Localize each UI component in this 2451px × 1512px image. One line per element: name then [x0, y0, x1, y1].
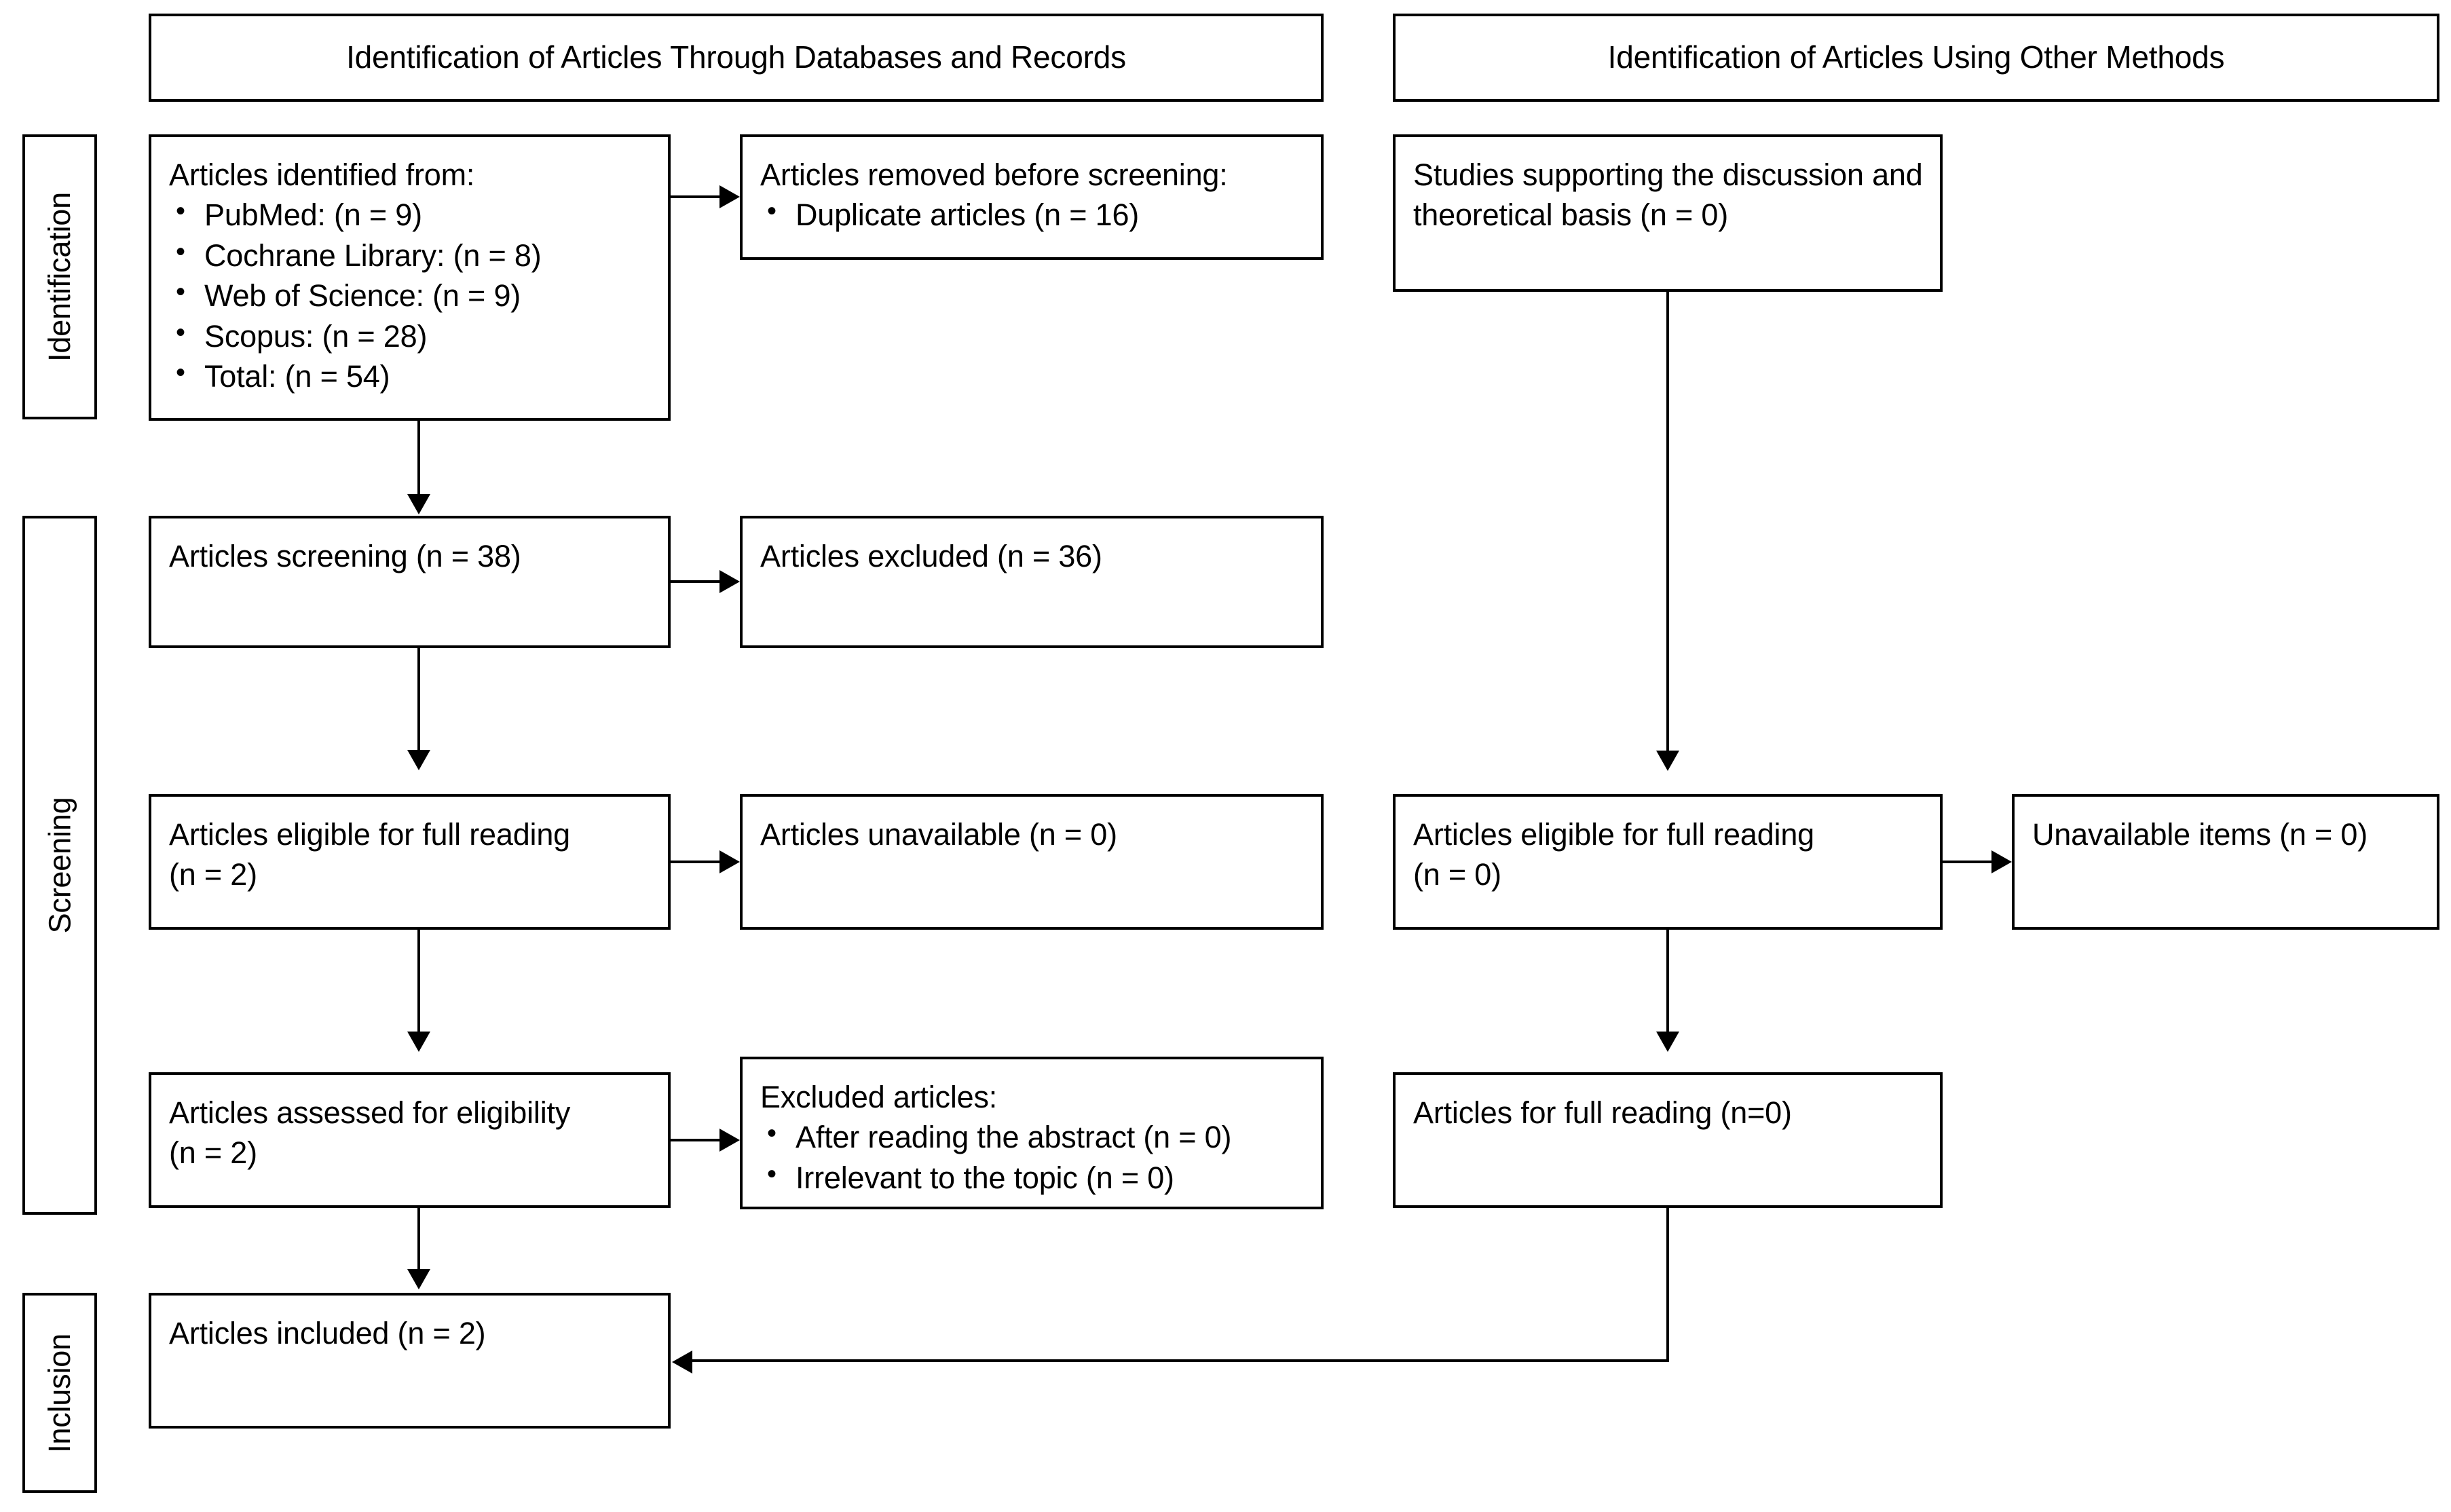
stage-label-screening: Screening [22, 516, 97, 1215]
connector-screening-to-eligible [417, 648, 420, 751]
connector-eligible-to-unavailable-right [1943, 861, 1991, 863]
box-articles-removed-content: Articles removed before screening: Dupli… [760, 155, 1309, 235]
list-item: Duplicate articles (n = 16) [760, 193, 1309, 235]
box-articles-assessed-content: Articles assessed for eligibility (n = 2… [169, 1093, 656, 1173]
eligible-right-line1: Articles eligible for full reading [1413, 817, 1814, 852]
articles-unavailable-left-text: Articles unavailable (n = 0) [760, 817, 1117, 852]
articles-assessed-line2: (n = 2) [169, 1135, 257, 1171]
stage-label-screening-text: Screening [42, 797, 77, 934]
articles-included-text: Articles included (n = 2) [169, 1316, 486, 1350]
column-header-databases: Identification of Articles Through Datab… [149, 14, 1324, 102]
box-studies-supporting: Studies supporting the discussion and th… [1393, 134, 1943, 292]
box-eligible-full-reading-right: Articles eligible for full reading (n = … [1393, 794, 1943, 930]
arrowhead-identified-to-removed [719, 185, 740, 208]
box-excluded-articles-content: Excluded articles: After reading the abs… [760, 1077, 1309, 1198]
connector-eligible-to-assessed [417, 930, 420, 1033]
connector-identified-to-removed [671, 195, 719, 198]
connector-eligible-right-to-full-reading [1666, 930, 1669, 1033]
arrowhead-eligible-right-to-full-reading [1656, 1032, 1679, 1052]
box-articles-excluded: Articles excluded (n = 36) [740, 516, 1324, 648]
box-studies-supporting-content: Studies supporting the discussion and th… [1413, 155, 1928, 235]
box-articles-unavailable-left-content: Articles unavailable (n = 0) [760, 814, 1309, 854]
eligible-right-line2: (n = 0) [1413, 857, 1501, 892]
arrowhead-assessed-to-included [407, 1269, 430, 1289]
arrowhead-screening-to-excluded [719, 570, 740, 593]
excluded-articles-lead: Excluded articles: [760, 1080, 998, 1114]
column-header-other-methods: Identification of Articles Using Other M… [1393, 14, 2439, 102]
box-unavailable-items-right: Unavailable items (n = 0) [2012, 794, 2439, 930]
box-unavailable-items-right-content: Unavailable items (n = 0) [2032, 814, 2425, 854]
articles-removed-list: Duplicate articles (n = 16) [760, 193, 1309, 235]
connector-assessed-to-excluded [671, 1139, 719, 1141]
list-item: Cochrane Library: (n = 8) [169, 234, 656, 276]
excluded-articles-list: After reading the abstract (n = 0) Irrel… [760, 1116, 1309, 1198]
box-articles-removed: Articles removed before screening: Dupli… [740, 134, 1324, 260]
box-eligible-full-reading-left-content: Articles eligible for full reading (n = … [169, 814, 656, 895]
connector-identified-to-screening [417, 421, 420, 495]
stage-label-inclusion-text: Inclusion [42, 1333, 77, 1453]
connector-full-reading-right-down [1666, 1208, 1669, 1362]
articles-identified-list: PubMed: (n = 9) Cochrane Library: (n = 8… [169, 193, 656, 396]
articles-screening-text: Articles screening (n = 38) [169, 539, 521, 573]
articles-full-reading-right-text: Articles for full reading (n=0) [1413, 1095, 1792, 1130]
arrowhead-assessed-to-excluded [719, 1129, 740, 1152]
articles-assessed-line1: Articles assessed for eligibility [169, 1095, 571, 1130]
arrowhead-full-reading-right-to-included [672, 1350, 692, 1374]
box-articles-included: Articles included (n = 2) [149, 1293, 671, 1429]
box-articles-assessed: Articles assessed for eligibility (n = 2… [149, 1072, 671, 1208]
list-item: Total: (n = 54) [169, 355, 656, 396]
stage-label-identification-text: Identification [42, 192, 77, 362]
arrowhead-screening-to-eligible [407, 750, 430, 770]
box-articles-identified: Articles identified from: PubMed: (n = 9… [149, 134, 671, 421]
connector-full-reading-right-to-included [692, 1359, 1669, 1362]
box-articles-full-reading-right-content: Articles for full reading (n=0) [1413, 1093, 1928, 1133]
list-item: PubMed: (n = 9) [169, 193, 656, 235]
stage-label-identification: Identification [22, 134, 97, 419]
arrowhead-studies-to-eligible-right [1656, 751, 1679, 771]
stage-label-inclusion: Inclusion [22, 1293, 97, 1493]
column-header-databases-label: Identification of Articles Through Datab… [346, 39, 1126, 75]
unavailable-items-right-text: Unavailable items (n = 0) [2032, 817, 2368, 852]
articles-removed-lead: Articles removed before screening: [760, 157, 1228, 192]
studies-supporting-text: Studies supporting the discussion and th… [1413, 157, 1923, 233]
connector-screening-to-excluded [671, 580, 719, 583]
connector-assessed-to-included [417, 1208, 420, 1270]
connector-eligible-to-unavailable-left [671, 861, 719, 863]
arrowhead-eligible-to-unavailable-right [1991, 850, 2012, 873]
column-header-other-methods-label: Identification of Articles Using Other M… [1607, 39, 2225, 75]
arrowhead-eligible-to-assessed [407, 1032, 430, 1052]
list-item: Scopus: (n = 28) [169, 315, 656, 356]
arrowhead-eligible-to-unavailable-left [719, 850, 740, 873]
eligible-left-line2: (n = 2) [169, 857, 257, 892]
box-eligible-full-reading-left: Articles eligible for full reading (n = … [149, 794, 671, 930]
box-eligible-full-reading-right-content: Articles eligible for full reading (n = … [1413, 814, 1928, 895]
box-articles-screening-content: Articles screening (n = 38) [169, 536, 656, 576]
articles-excluded-text: Articles excluded (n = 36) [760, 539, 1102, 573]
connector-studies-to-eligible-right [1666, 292, 1669, 752]
articles-identified-lead: Articles identified from: [169, 157, 475, 192]
box-articles-screening: Articles screening (n = 38) [149, 516, 671, 648]
list-item: Irrelevant to the topic (n = 0) [760, 1156, 1309, 1198]
list-item: After reading the abstract (n = 0) [760, 1116, 1309, 1157]
box-articles-full-reading-right: Articles for full reading (n=0) [1393, 1072, 1943, 1208]
list-item: Web of Science: (n = 9) [169, 274, 656, 316]
box-articles-included-content: Articles included (n = 2) [169, 1313, 656, 1353]
box-articles-identified-content: Articles identified from: PubMed: (n = 9… [169, 155, 656, 396]
box-articles-excluded-content: Articles excluded (n = 36) [760, 536, 1309, 576]
eligible-left-line1: Articles eligible for full reading [169, 817, 570, 852]
box-articles-unavailable-left: Articles unavailable (n = 0) [740, 794, 1324, 930]
box-excluded-articles: Excluded articles: After reading the abs… [740, 1057, 1324, 1209]
arrowhead-identified-to-screening [407, 494, 430, 514]
